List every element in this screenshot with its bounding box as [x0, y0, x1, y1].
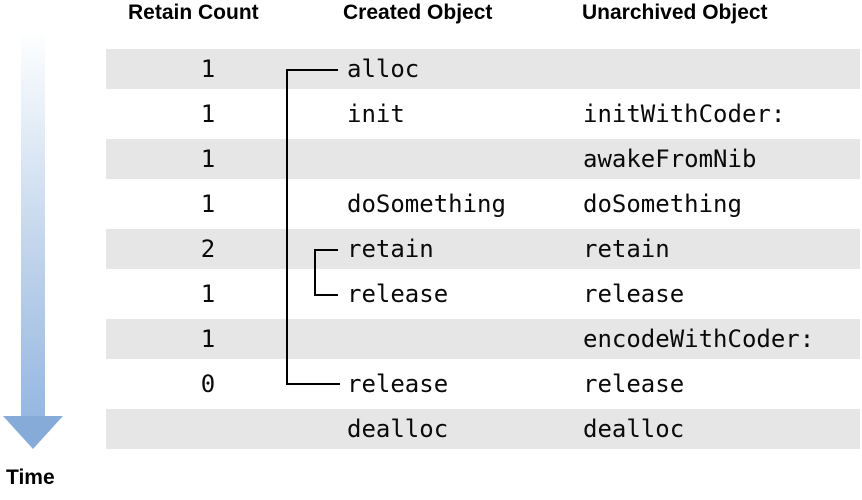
unarchived-object-cell — [583, 49, 860, 89]
table-row: 1 awakeFromNib — [106, 139, 860, 179]
time-arrow-head-icon — [3, 416, 63, 449]
retain-count-cell: 1 — [200, 100, 216, 128]
table-row: 2 retain retain — [106, 229, 860, 269]
alloc-release-bracket-vertical — [286, 69, 288, 385]
table-row: 1 encodeWithCoder: — [106, 319, 860, 359]
retain-count-cell: 1 — [200, 55, 216, 83]
unarchived-object-cell: initWithCoder: — [583, 100, 786, 128]
unarchived-object-cell: release — [583, 370, 685, 398]
retain-count-cell: 1 — [200, 325, 216, 353]
retain-count-cell: 0 — [200, 370, 216, 398]
created-object-cell: retain — [347, 235, 434, 263]
retain-count-cell: 1 — [200, 190, 216, 218]
retain-count-header: Retain Count — [128, 1, 259, 24]
created-object-cell: release — [347, 280, 449, 308]
unarchived-object-cell: encodeWithCoder: — [583, 325, 815, 353]
alloc-release-bracket-bottom — [286, 383, 340, 385]
retain-release-bracket-top — [314, 249, 338, 251]
table-row: 1 doSomething doSomething — [106, 184, 860, 224]
unarchived-object-cell: dealloc — [583, 415, 685, 443]
retain-release-bracket-vertical — [314, 249, 316, 296]
retain-count-cell — [106, 409, 310, 449]
table-row: 1 release release — [106, 274, 860, 314]
unarchived-object-header: Unarchived Object — [582, 1, 768, 24]
unarchived-object-cell: doSomething — [583, 190, 742, 218]
unarchived-object-cell: retain — [583, 235, 670, 263]
time-axis-label: Time — [6, 466, 55, 489]
table-row: 0 release release — [106, 364, 860, 404]
retain-count-cell: 1 — [200, 280, 216, 308]
created-object-header: Created Object — [343, 1, 493, 24]
unarchived-object-cell: release — [583, 280, 685, 308]
table-row: 1 alloc — [106, 49, 860, 89]
created-object-cell — [347, 139, 577, 179]
time-arrow-shaft — [21, 32, 45, 416]
retain-count-cell: 2 — [200, 235, 216, 263]
retain-count-cell: 1 — [200, 145, 216, 173]
table-row: dealloc dealloc — [106, 409, 860, 449]
alloc-release-bracket-top — [286, 69, 338, 71]
retain-release-bracket-bottom — [314, 294, 338, 296]
created-object-cell: dealloc — [347, 415, 449, 443]
created-object-cell: alloc — [347, 55, 420, 83]
created-object-cell: init — [347, 100, 405, 128]
created-object-cell: release — [347, 370, 449, 398]
created-object-cell: doSomething — [347, 190, 506, 218]
table-row: 1 init initWithCoder: — [106, 94, 860, 134]
unarchived-object-cell: awakeFromNib — [583, 145, 757, 173]
created-object-cell — [347, 319, 577, 359]
